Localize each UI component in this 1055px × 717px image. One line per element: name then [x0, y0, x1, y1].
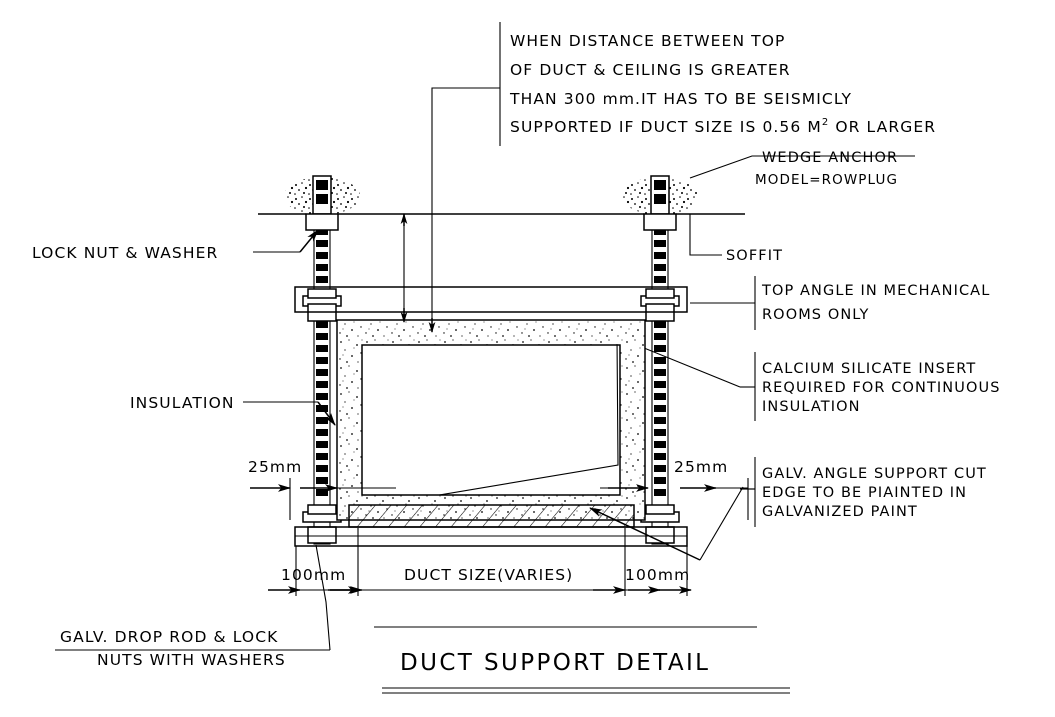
- nut-left-bottomangle-upper: [307, 504, 337, 515]
- right-overhang-label: 100mm: [625, 566, 690, 584]
- nut-right-bottomangle-upper: [645, 504, 675, 515]
- wedge-anchor-leader: [689, 155, 915, 179]
- wedge-anchor-right: [622, 175, 698, 215]
- drawing-title: DUCT SUPPORT DETAIL: [400, 650, 710, 676]
- galv-angle-pointer-tail: [699, 486, 744, 561]
- seismic-note-line-4-main: SUPPORTED IF DUCT SIZE IS 0.56 M: [510, 118, 822, 136]
- nut-left-bottomangle-lower: [307, 526, 337, 544]
- soffit-label: SOFFIT: [726, 248, 783, 264]
- wedge-anchor-left: [284, 175, 360, 215]
- nut-right-topangle-upper: [645, 288, 675, 299]
- lock-nut-right-top: [643, 213, 677, 231]
- top-clearance-dimension: [400, 213, 436, 333]
- lock-nut-washer-pointer: [299, 229, 319, 253]
- drop-rod-leader: [315, 544, 331, 651]
- insulation-fill: [337, 320, 645, 520]
- anchor-thread-right-2: [654, 194, 666, 204]
- lock-nut-washer-label: LOCK NUT & WASHER: [32, 244, 218, 262]
- left-gap-label: 25mm: [248, 458, 302, 476]
- top-angle-label-group: TOP ANGLE IN MECHANICAL ROOMS ONLY: [690, 276, 990, 330]
- insulation-label: INSULATION: [130, 394, 235, 412]
- calcium-silicate-pointer: [361, 336, 741, 509]
- anchor-thread-left-1: [316, 180, 328, 190]
- seismic-note-block: WHEN DISTANCE BETWEEN TOP OF DUCT & CEIL…: [431, 22, 936, 330]
- top-angle-support-bar: [294, 286, 688, 313]
- seismic-note-line-3: THAN 300 mm.IT HAS TO BE SEISMICLY: [509, 90, 852, 108]
- galv-angle-pointer: [589, 507, 701, 561]
- lock-nut-washer-label-group: LOCK NUT & WASHER: [32, 229, 319, 262]
- galv-angle-label-group: GALV. ANGLE SUPPORT CUT EDGE TO BE PIAIN…: [740, 457, 987, 527]
- anchor-thread-left-2: [316, 194, 328, 204]
- top-angle-label-line-2: ROOMS ONLY: [762, 307, 870, 323]
- drop-rod-label-line-1: GALV. DROP ROD & LOCK: [60, 628, 278, 646]
- seismic-note-line-2: OF DUCT & CEILING IS GREATER: [510, 61, 791, 79]
- calcium-silicate-label-group: CALCIUM SILICATE INSERT REQUIRED FOR CON…: [361, 336, 1001, 509]
- drop-rod-right: [640, 213, 680, 545]
- title-block: DUCT SUPPORT DETAIL: [374, 626, 790, 694]
- bottom-dimension-chain: 100mm DUCT SIZE(VARIES) 100mm: [268, 528, 692, 596]
- wedge-anchor-label: WEDGE ANCHOR: [762, 150, 898, 166]
- left-gap-dimension: 25mm: [248, 458, 396, 520]
- right-gap-dimension: 25mm: [600, 458, 749, 520]
- duct-outline: [361, 344, 621, 496]
- drop-rod-left-threads: [316, 228, 328, 539]
- seismic-note-leader: [431, 87, 500, 330]
- right-gap-label: 25mm: [674, 458, 728, 476]
- calcium-silicate-label-line-2: REQUIRED FOR CONTINUOUS: [762, 380, 1001, 396]
- duct-size-label: DUCT SIZE(VARIES): [404, 566, 573, 584]
- calcium-silicate-label-line-3: INSULATION: [762, 399, 861, 415]
- bottom-angle-support: [294, 526, 688, 547]
- galv-angle-label-line-3: GALVANIZED PAINT: [762, 504, 918, 520]
- seismic-note-superscript: 2: [822, 117, 829, 128]
- left-overhang-label: 100mm: [281, 566, 346, 584]
- seismic-note-line-1: WHEN DISTANCE BETWEEN TOP: [510, 32, 786, 50]
- nut-left-topangle-upper: [307, 288, 337, 299]
- lock-nut-left-top: [305, 213, 339, 231]
- wedge-anchor-model-label: MODEL=ROWPLUG: [755, 172, 898, 188]
- drop-rod-label-line-2: NUTS WITH WASHERS: [97, 651, 286, 669]
- anchor-thread-right-1: [654, 180, 666, 190]
- galv-angle-label-line-2: EDGE TO BE PIAINTED IN: [762, 485, 967, 501]
- insert-hatch-fill: [349, 505, 634, 527]
- seismic-note-line-4-tail: OR LARGER: [829, 118, 936, 136]
- top-angle-label-line-1: TOP ANGLE IN MECHANICAL: [761, 283, 990, 299]
- seismic-note-line-4: SUPPORTED IF DUCT SIZE IS 0.56 M2 OR LAR…: [510, 117, 936, 136]
- calcium-silicate-label-line-1: CALCIUM SILICATE INSERT: [762, 361, 976, 377]
- galv-angle-label-line-1: GALV. ANGLE SUPPORT CUT: [762, 466, 987, 482]
- drop-rod-label-group: GALV. DROP ROD & LOCK NUTS WITH WASHERS: [55, 544, 331, 669]
- drop-rod-left: [302, 213, 342, 545]
- wedge-anchor-label-group: WEDGE ANCHOR MODEL=ROWPLUG: [689, 150, 915, 188]
